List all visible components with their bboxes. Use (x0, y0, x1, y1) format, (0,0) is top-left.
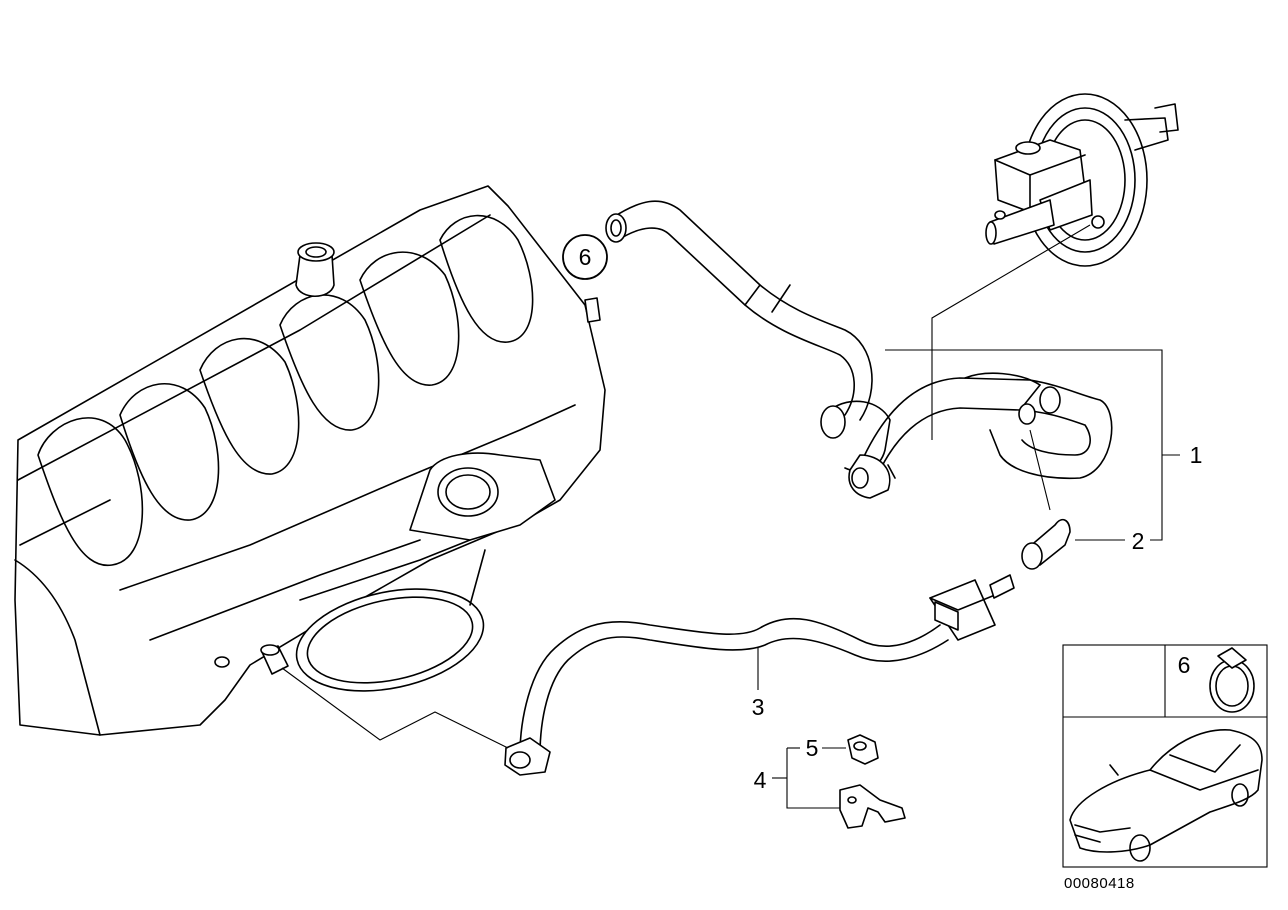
reference-number: 00080418 (1064, 875, 1135, 892)
booster-leader-line (931, 224, 1091, 440)
manifold-leader-line (281, 667, 509, 749)
inset-box: 6 (1062, 644, 1268, 868)
vehicle-locator-icon (1069, 729, 1263, 862)
hose-part-2 (1021, 429, 1071, 570)
label-part-6-circle: 6 (562, 234, 608, 280)
inset-label-part-6: 6 (1178, 652, 1191, 678)
label-part-1: 1 (1190, 442, 1203, 468)
hose-clamp-icon (1209, 647, 1255, 713)
label-part-6: 6 (579, 244, 592, 270)
brake-booster (985, 93, 1179, 267)
label-part-5: 5 (806, 735, 819, 761)
callout-lines (757, 349, 1180, 809)
vacuum-line-part-3 (504, 574, 1015, 776)
label-part-2: 2 (1132, 528, 1145, 554)
label-part-3: 3 (752, 694, 765, 720)
hose-part-6 (605, 200, 873, 421)
hose-assembly-part-1 (820, 372, 1113, 499)
label-part-4: 4 (754, 767, 767, 793)
clip-part-5 (847, 734, 879, 765)
bracket-part-4 (839, 784, 906, 829)
intake-manifold (14, 185, 606, 736)
